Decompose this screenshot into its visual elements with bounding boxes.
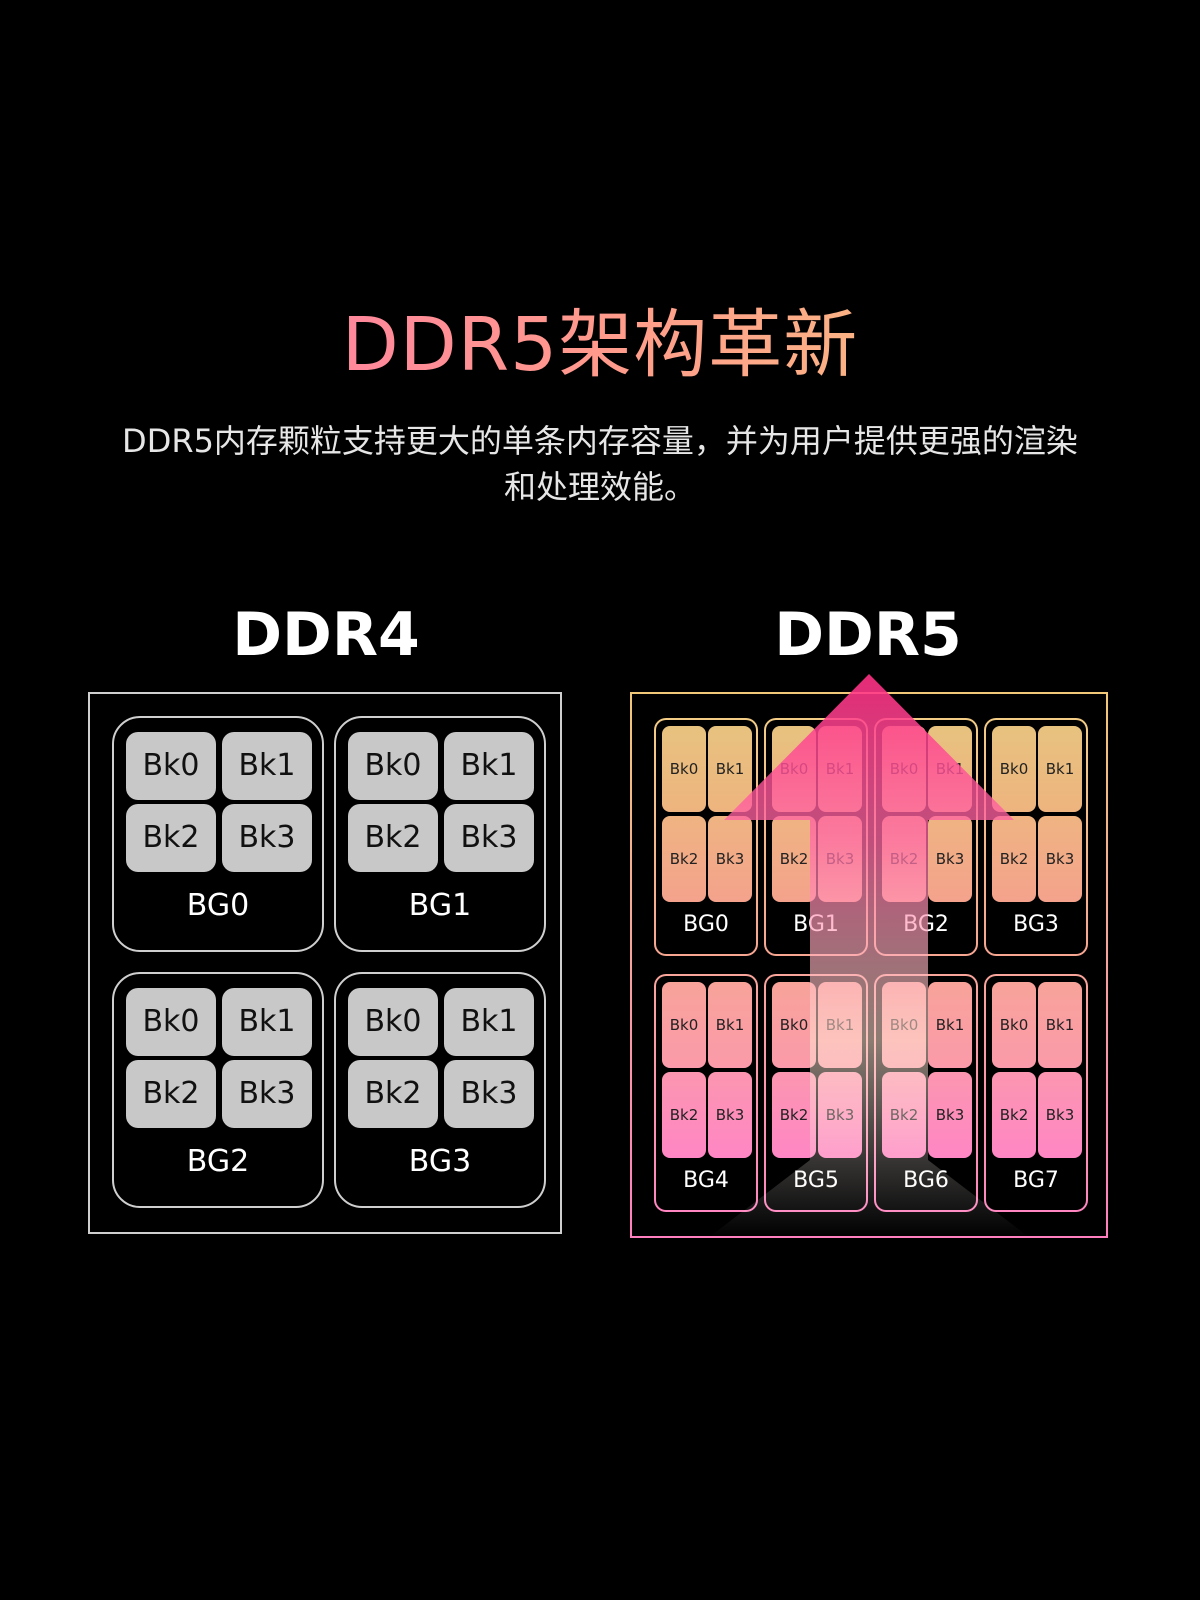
ddr5-bank: Bk3 xyxy=(708,816,752,902)
ddr4-bank: Bk1 xyxy=(444,988,534,1056)
ddr5-bank: Bk0 xyxy=(772,982,816,1068)
ddr5-bank-group-3: Bk0 Bk1 Bk2 Bk3 BG3 xyxy=(984,718,1088,956)
ddr4-bank: Bk3 xyxy=(444,804,534,872)
ddr5-bank-group-0: Bk0 Bk1 Bk2 Bk3 BG0 xyxy=(654,718,758,956)
ddr4-panel: Bk0 Bk1 Bk2 Bk3 BG0 Bk0 Bk1 Bk2 Bk3 BG1 … xyxy=(88,692,562,1234)
ddr5-bank-group-7: Bk0 Bk1 Bk2 Bk3 BG7 xyxy=(984,974,1088,1212)
ddr5-bank: Bk3 xyxy=(708,1072,752,1158)
bank-group-label: BG2 xyxy=(186,1144,250,1179)
ddr5-bank: Bk2 xyxy=(662,816,706,902)
bank-group-label: BG6 xyxy=(903,1168,949,1193)
bank-group-label: BG1 xyxy=(793,912,839,937)
ddr4-bank: Bk1 xyxy=(222,732,312,800)
ddr5-bank-group-2: Bk0 Bk1 Bk2 Bk3 BG2 xyxy=(874,718,978,956)
ddr4-bank-group-2: Bk0 Bk1 Bk2 Bk3 BG2 xyxy=(112,972,324,1208)
page-title: DDR5架构革新 xyxy=(0,300,1200,390)
ddr5-bank: Bk2 xyxy=(882,1072,926,1158)
ddr4-bank-group-0: Bk0 Bk1 Bk2 Bk3 BG0 xyxy=(112,716,324,952)
ddr5-bank: Bk0 xyxy=(992,982,1036,1068)
ddr5-bank: Bk1 xyxy=(928,982,972,1068)
ddr5-bank-group-5: Bk0 Bk1 Bk2 Bk3 BG5 xyxy=(764,974,868,1212)
ddr4-bank: Bk0 xyxy=(126,988,216,1056)
bank-group-label: BG3 xyxy=(1013,912,1059,937)
ddr5-bank-group-6: Bk0 Bk1 Bk2 Bk3 BG6 xyxy=(874,974,978,1212)
ddr5-bank: Bk3 xyxy=(1038,816,1082,902)
ddr5-bank: Bk1 xyxy=(928,726,972,812)
ddr4-bank: Bk3 xyxy=(222,1060,312,1128)
ddr4-bank: Bk0 xyxy=(126,732,216,800)
ddr4-bank: Bk1 xyxy=(444,732,534,800)
ddr4-bank: Bk2 xyxy=(126,804,216,872)
ddr5-bank: Bk2 xyxy=(662,1072,706,1158)
ddr5-bank: Bk3 xyxy=(1038,1072,1082,1158)
bank-group-label: BG5 xyxy=(793,1168,839,1193)
ddr5-bank: Bk2 xyxy=(882,816,926,902)
ddr4-bank: Bk1 xyxy=(222,988,312,1056)
ddr4-bank: Bk3 xyxy=(444,1060,534,1128)
ddr5-panel: Bk0 Bk1 Bk2 Bk3 BG0 Bk0 Bk1 Bk2 Bk3 BG1 … xyxy=(630,692,1108,1238)
bank-group-label: BG0 xyxy=(186,888,250,923)
bank-group-label: BG3 xyxy=(408,1144,472,1179)
ddr5-bank: Bk2 xyxy=(992,816,1036,902)
page-subtitle: DDR5内存颗粒支持更大的单条内存容量，并为用户提供更强的渲染和处理效能。 xyxy=(122,422,1078,506)
ddr5-bank: Bk1 xyxy=(1038,982,1082,1068)
ddr4-bank: Bk2 xyxy=(348,1060,438,1128)
ddr5-bank: Bk3 xyxy=(818,816,862,902)
ddr4-bank: Bk3 xyxy=(222,804,312,872)
bank-group-label: BG4 xyxy=(683,1168,729,1193)
ddr5-bank: Bk0 xyxy=(662,726,706,812)
ddr5-bank-group-1: Bk0 Bk1 Bk2 Bk3 BG1 xyxy=(764,718,868,956)
ddr4-bank-group-1: Bk0 Bk1 Bk2 Bk3 BG1 xyxy=(334,716,546,952)
ddr5-bank: Bk1 xyxy=(818,982,862,1068)
ddr4-title: DDR4 xyxy=(232,600,420,670)
ddr4-bank: Bk2 xyxy=(348,804,438,872)
ddr5-bank: Bk1 xyxy=(1038,726,1082,812)
ddr5-bank: Bk2 xyxy=(772,1072,816,1158)
ddr5-title: DDR5 xyxy=(774,600,962,670)
ddr5-bank: Bk3 xyxy=(928,1072,972,1158)
ddr5-bank: Bk2 xyxy=(992,1072,1036,1158)
ddr5-bank: Bk1 xyxy=(708,726,752,812)
ddr5-bank: Bk0 xyxy=(882,982,926,1068)
ddr4-bank: Bk0 xyxy=(348,732,438,800)
ddr5-bank: Bk1 xyxy=(708,982,752,1068)
ddr5-bank: Bk3 xyxy=(928,816,972,902)
ddr5-bank: Bk0 xyxy=(662,982,706,1068)
bank-group-label: BG0 xyxy=(683,912,729,937)
ddr5-bank: Bk2 xyxy=(772,816,816,902)
ddr5-bank: Bk0 xyxy=(772,726,816,812)
bank-group-label: BG1 xyxy=(408,888,472,923)
ddr4-bank: Bk2 xyxy=(126,1060,216,1128)
ddr5-bank: Bk3 xyxy=(818,1072,862,1158)
bank-group-label: BG7 xyxy=(1013,1168,1059,1193)
bank-group-label: BG2 xyxy=(903,912,949,937)
ddr5-bank: Bk1 xyxy=(818,726,862,812)
ddr4-bank: Bk0 xyxy=(348,988,438,1056)
ddr5-bank: Bk0 xyxy=(992,726,1036,812)
ddr4-bank-group-3: Bk0 Bk1 Bk2 Bk3 BG3 xyxy=(334,972,546,1208)
ddr5-bank: Bk0 xyxy=(882,726,926,812)
ddr5-bank-group-4: Bk0 Bk1 Bk2 Bk3 BG4 xyxy=(654,974,758,1212)
